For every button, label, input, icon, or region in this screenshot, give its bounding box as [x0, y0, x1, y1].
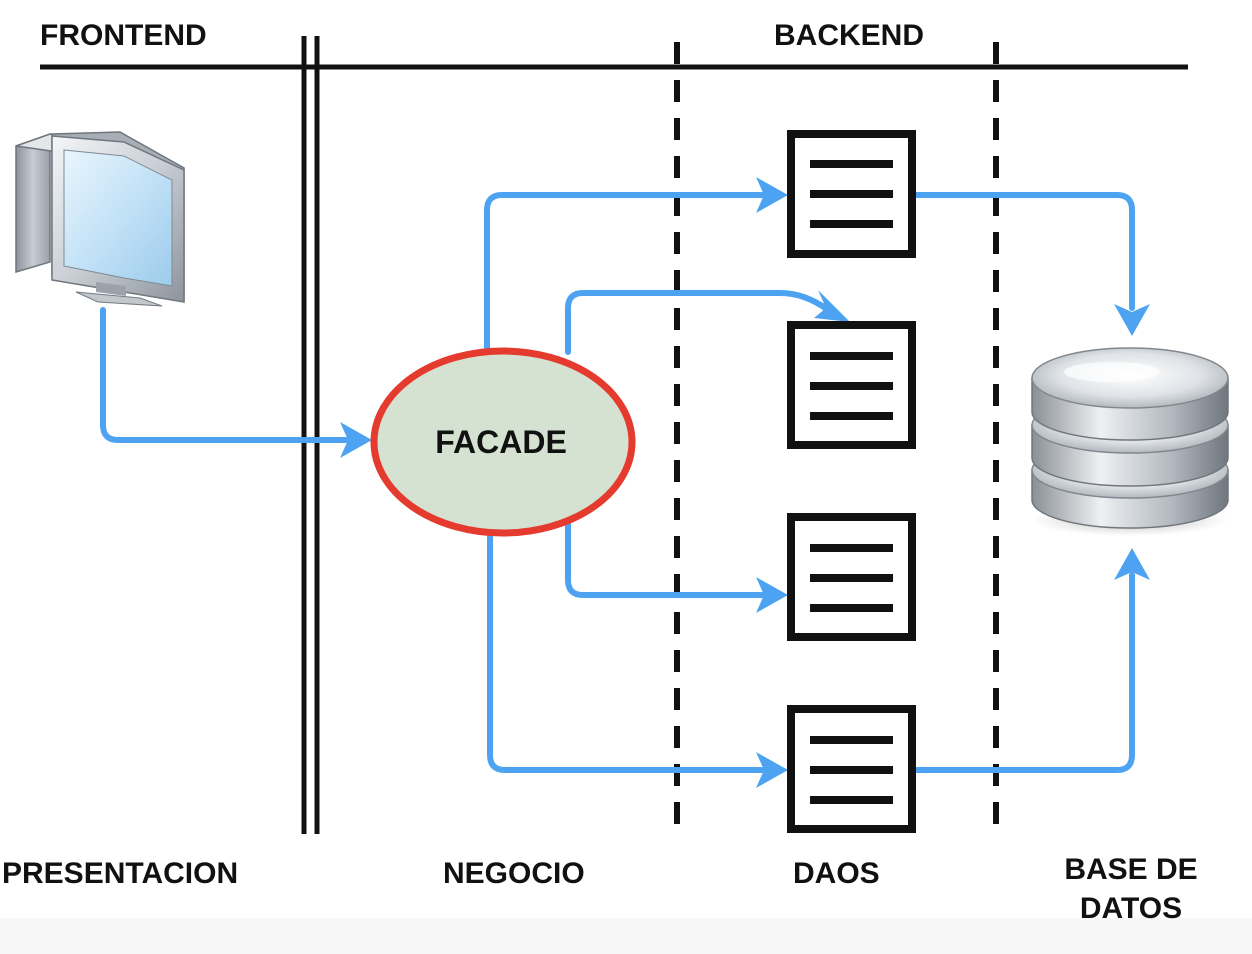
negocio-label: NEGOCIO [443, 857, 585, 890]
connectors [100, 192, 1135, 773]
arrow-facade-to-dao1 [484, 192, 765, 353]
backend-label: BACKEND [774, 19, 924, 52]
arrowhead-db-top [1114, 304, 1150, 336]
dao-document-2 [787, 321, 916, 449]
document-lines-icon [810, 736, 893, 804]
arrow-facade-to-dao2 [565, 290, 831, 355]
desktop-computer-icon [15, 131, 185, 307]
arrowhead-facade [340, 422, 372, 458]
facade-node: FACADE [370, 347, 636, 537]
arrowheads [340, 177, 1150, 788]
arrowhead-db-bottom [1114, 548, 1150, 580]
dao-document-1 [787, 130, 916, 258]
arrowhead-dao4 [756, 752, 788, 788]
arrowhead-dao1 [756, 177, 788, 213]
base-de-datos-label-line1: BASE DE [1064, 853, 1197, 886]
arrow-dao1-to-db [913, 192, 1135, 311]
document-lines-icon [810, 544, 893, 612]
arrow-dao4-to-db [913, 572, 1135, 773]
base-de-datos-label-line2: DATOS [1080, 892, 1182, 925]
dao-document-3 [787, 513, 916, 641]
arrowhead-dao2 [814, 290, 850, 322]
database-icon [1031, 347, 1229, 536]
presentacion-label: PRESENTACION [2, 857, 238, 890]
footer-strip [0, 918, 1252, 954]
frontend-label: FRONTEND [40, 19, 207, 52]
facade-label: FACADE [435, 424, 567, 460]
arrow-computer-to-facade [100, 307, 349, 443]
arrow-facade-to-dao3 [565, 517, 765, 598]
dao-document-4 [787, 705, 916, 833]
arrow-facade-to-dao4 [487, 532, 765, 773]
document-lines-icon [810, 352, 893, 420]
document-lines-icon [810, 160, 893, 228]
arrowhead-dao3 [756, 577, 788, 613]
daos-label: DAOS [793, 857, 880, 890]
